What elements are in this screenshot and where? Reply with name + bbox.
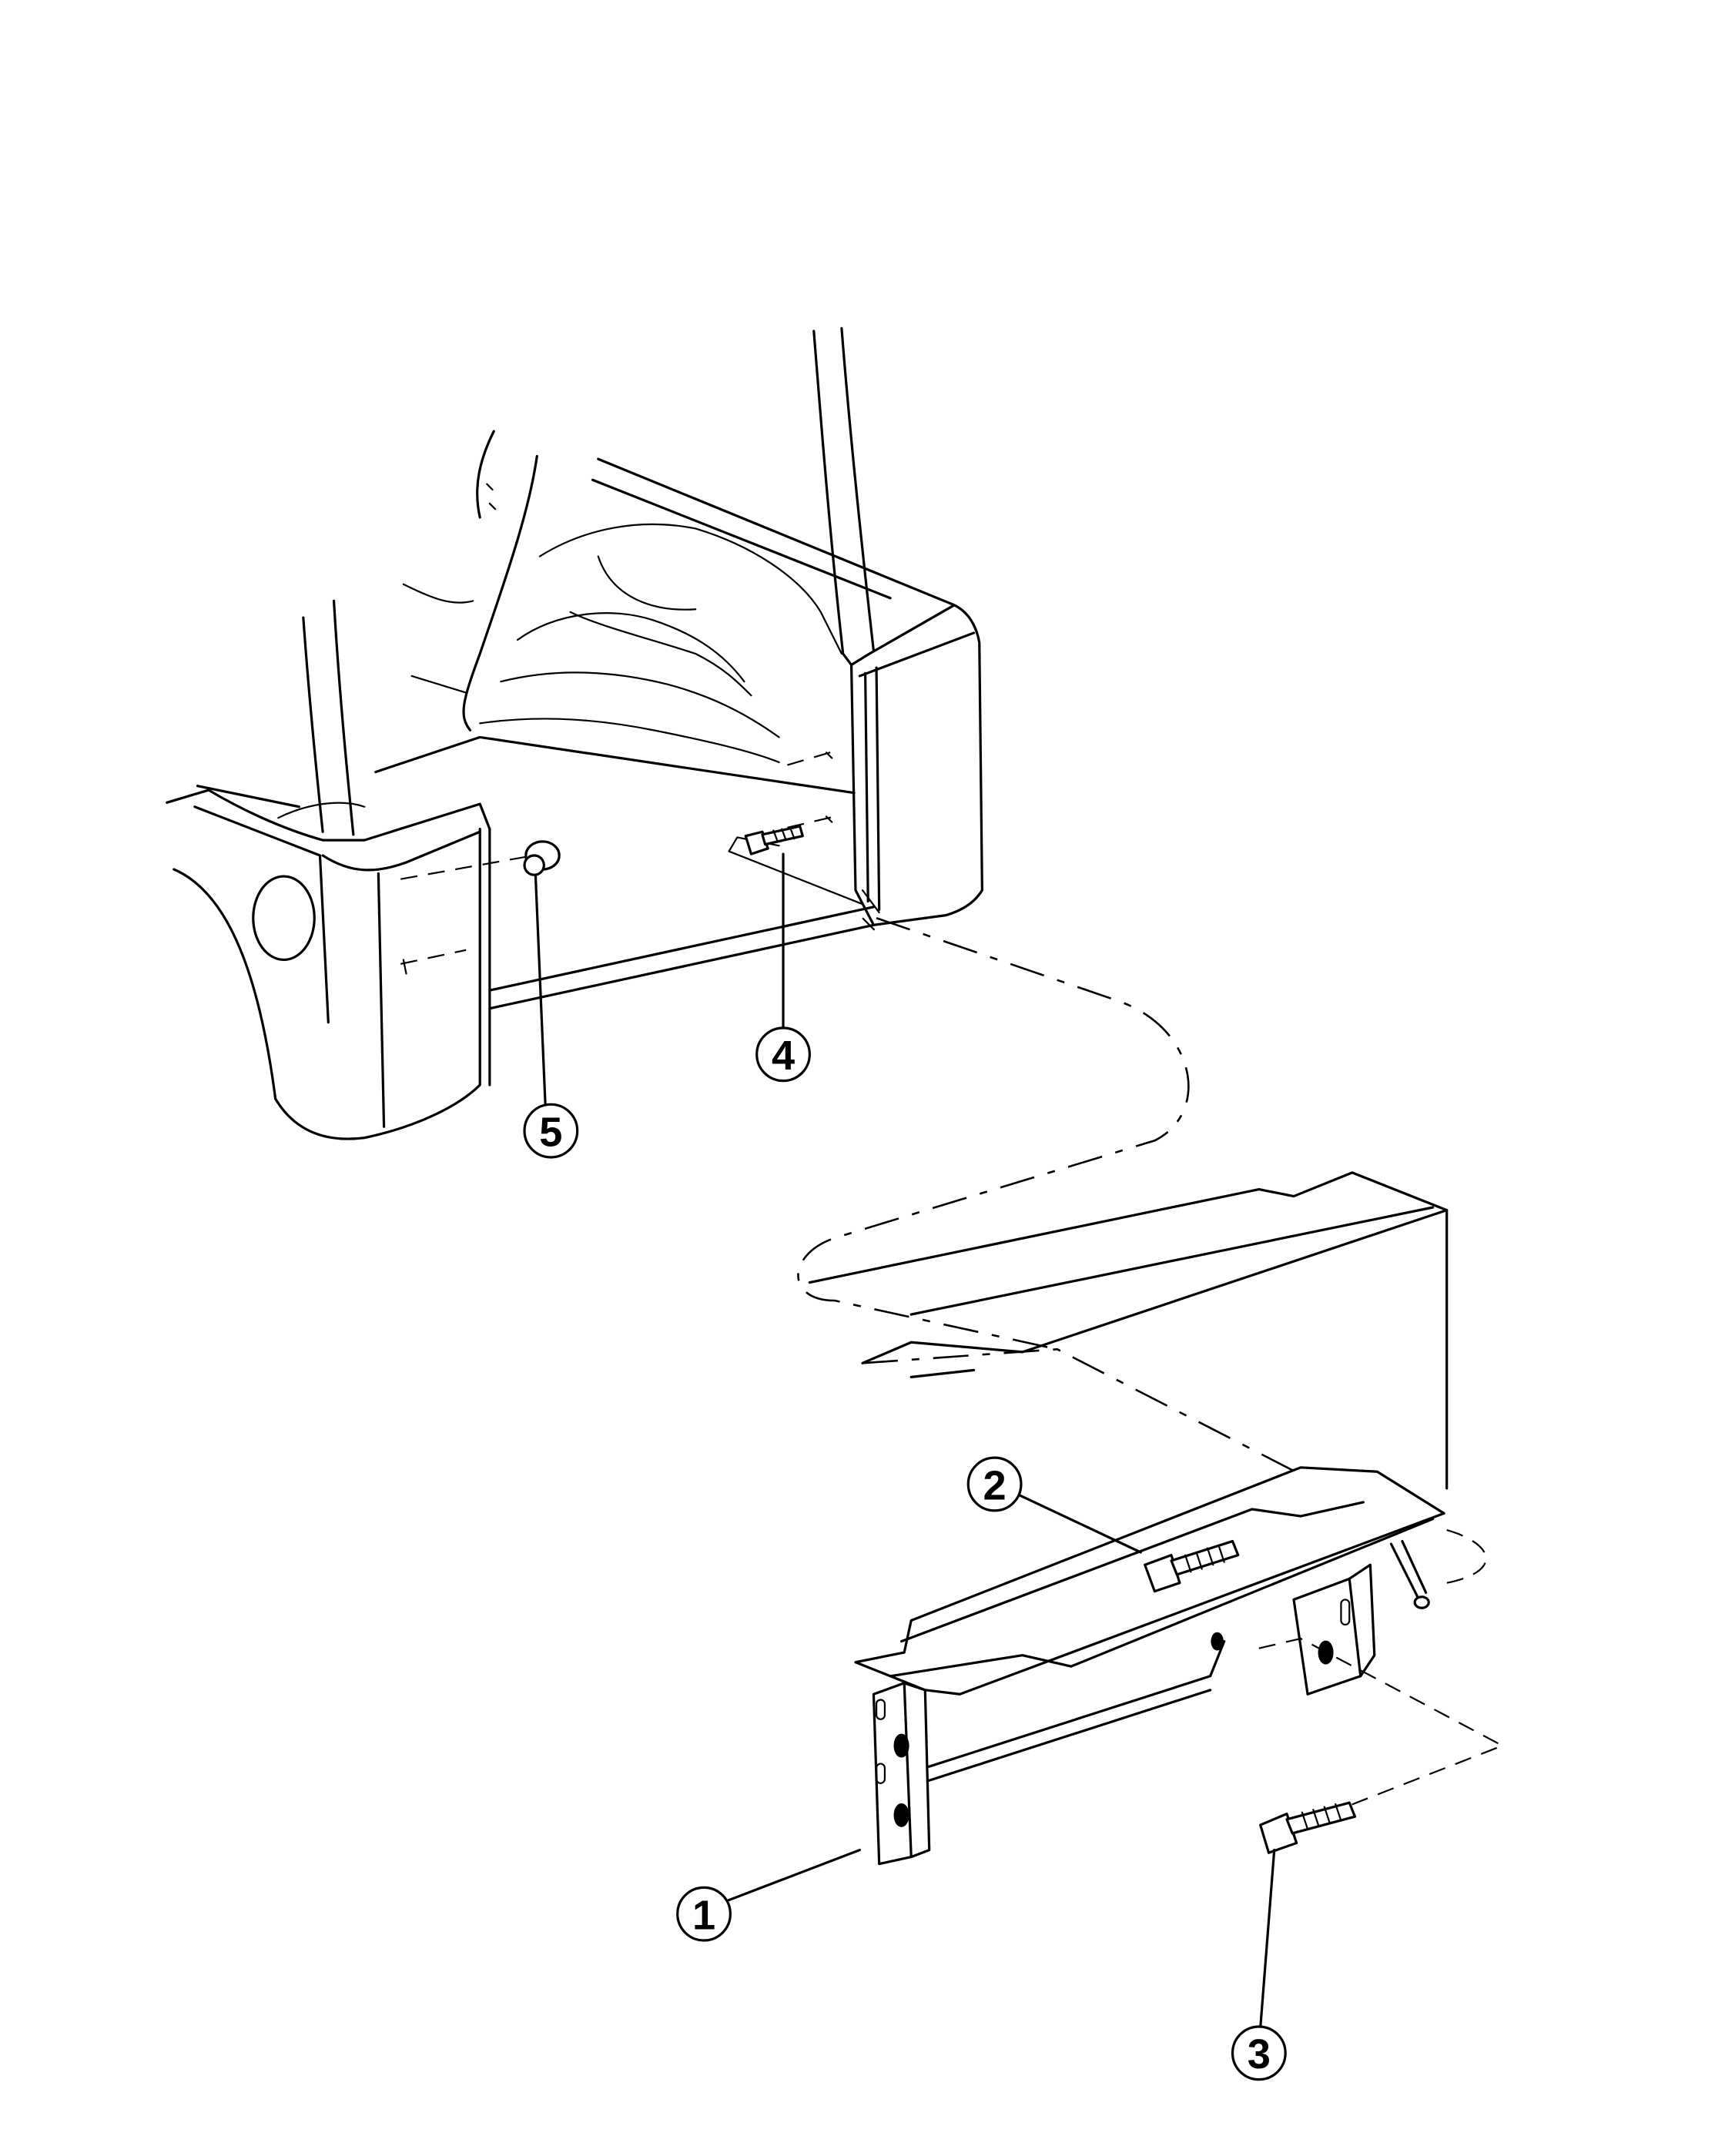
callout-1: 1: [678, 1887, 731, 1940]
bolt-part-4: [745, 826, 802, 854]
callout-3-label: 3: [1248, 2031, 1271, 2077]
callout-5-label: 5: [539, 1110, 562, 1156]
callout-4-label: 4: [772, 1033, 795, 1079]
callout-5: 5: [524, 1104, 578, 1157]
clip-nut-part-5: [524, 842, 559, 875]
callout-2-label: 2: [983, 1462, 1007, 1508]
bolt-part-2: [1145, 1542, 1238, 1592]
assembly-dash-lines: [400, 751, 1301, 1474]
floor-panel-section: [809, 1173, 1446, 1488]
callout-leaders: [535, 854, 1274, 2028]
callout-2: 2: [968, 1458, 1021, 1511]
callout-4: 4: [757, 1028, 810, 1081]
crossmember-bracket-part-1: [856, 1468, 1502, 1864]
callout-1-label: 1: [692, 1893, 715, 1939]
callout-3: 3: [1233, 2027, 1286, 2080]
bolt-part-3: [1261, 1803, 1355, 1853]
vehicle-rear-body: [167, 328, 983, 1139]
